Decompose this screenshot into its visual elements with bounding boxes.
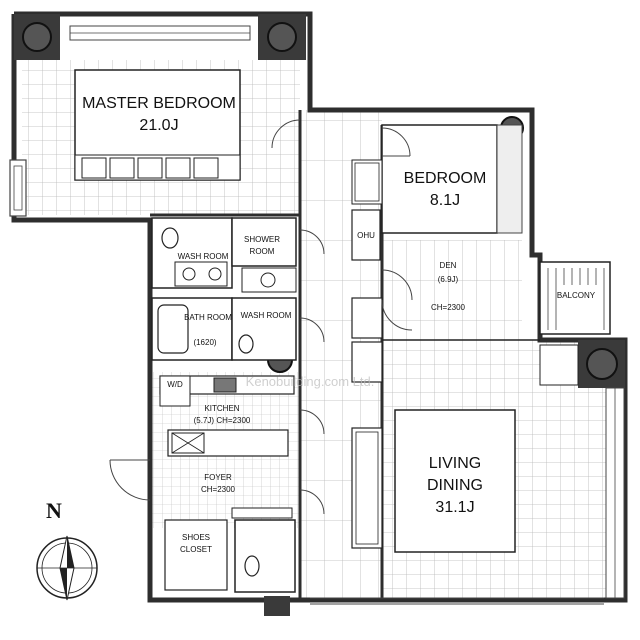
master-bedroom-label: MASTER BEDROOM	[82, 95, 236, 112]
balcony	[539, 261, 611, 335]
foyer-area	[164, 507, 296, 593]
ohu-label: OHU	[357, 231, 375, 240]
wash-room-upper-label: WASH ROOM	[178, 252, 229, 261]
upper-wet-area	[151, 217, 297, 293]
watermark: Kenobuilding.com Ltd.	[246, 374, 375, 389]
bedroom-area	[351, 124, 523, 261]
kitchen-size: (5.7J) CH=2300	[194, 416, 251, 425]
den-label: DEN	[440, 261, 457, 270]
kitchen-label: KITCHEN	[204, 404, 239, 413]
den-closets	[351, 297, 383, 383]
wd-label: W/D	[167, 380, 183, 389]
balcony-label: BALCONY	[557, 291, 596, 300]
foyer-label: FOYER	[204, 473, 232, 482]
living-dining-area	[310, 344, 625, 605]
den-size: (6.9J)	[438, 275, 459, 284]
master-bedroom-size: 21.0J	[139, 117, 178, 134]
bath-area	[151, 297, 297, 361]
door-swings	[271, 119, 325, 515]
bedroom-label: BEDROOM	[404, 170, 487, 187]
shoes-closet-label-2: CLOSET	[180, 545, 212, 554]
bath-room-size: (1620)	[193, 338, 216, 347]
compass-north-label: N	[46, 498, 62, 523]
shower-room-label-2: ROOM	[250, 247, 275, 256]
den-floor	[382, 240, 522, 340]
bedroom-size: 8.1J	[430, 192, 460, 209]
foyer-ch: CH=2300	[201, 485, 236, 494]
shoes-closet-label-1: SHOES	[182, 533, 210, 542]
bath-room-label: BATH ROOM	[184, 313, 232, 322]
living-label: LIVING	[429, 455, 481, 472]
shower-room-label-1: SHOWER	[244, 235, 280, 244]
wash-room-lower-label: WASH ROOM	[241, 311, 292, 320]
kitchen-area	[159, 375, 295, 457]
master-bed	[74, 69, 241, 181]
living-dining-size: 31.1J	[435, 499, 474, 516]
dining-label: DINING	[427, 477, 483, 494]
den-ch: CH=2300	[431, 303, 466, 312]
structural-columns	[14, 14, 625, 616]
left-window	[9, 159, 27, 217]
compass: N	[36, 498, 98, 601]
